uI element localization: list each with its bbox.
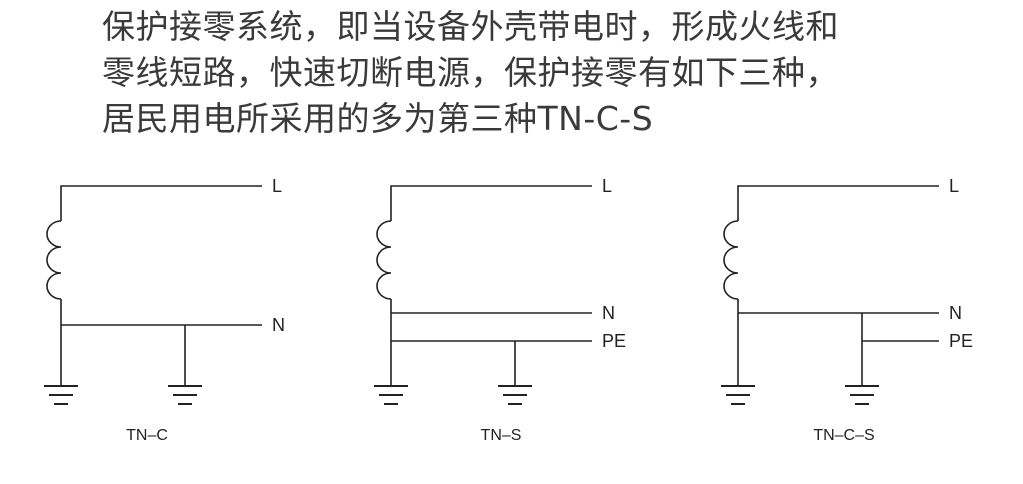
tn-c-caption: TN–C	[126, 427, 168, 444]
tn-c-diagram: L N TN–C	[44, 176, 285, 444]
transformer-coil-icon	[376, 220, 392, 300]
ground-icon	[721, 385, 755, 405]
ground-icon	[168, 385, 202, 405]
description-line-1: 保护接零系统，即当设备外壳带电时，形成火线和	[102, 7, 839, 46]
tn-c-s-diagram: L N PE TN–C–S	[721, 176, 973, 444]
description-text: 保护接零系统，即当设备外壳带电时，形成火线和 零线短路，快速切断电源，保护接零有…	[102, 4, 1002, 142]
ground-icon	[498, 385, 532, 405]
tn-c-s-pe-label: PE	[949, 331, 973, 351]
ground-icon	[845, 385, 879, 405]
tn-c-s-caption: TN–C–S	[813, 427, 874, 444]
tn-s-pe-label: PE	[602, 331, 626, 351]
transformer-coil-icon	[46, 220, 62, 300]
tn-c-live-wire	[60, 185, 262, 221]
transformer-coil-icon	[723, 220, 739, 300]
tn-c-s-live-label: L	[949, 176, 959, 196]
tn-s-neutral-label: N	[602, 303, 615, 323]
description-line-3: 居民用电所采用的多为第三种TN-C-S	[102, 99, 654, 138]
tn-c-s-live-wire	[737, 185, 939, 221]
ground-icon	[374, 385, 408, 405]
description-line-2: 零线短路，快速切断电源，保护接零有如下三种，	[102, 53, 839, 92]
tn-s-live-label: L	[602, 176, 612, 196]
tn-s-diagram: L N PE TN–S	[374, 176, 626, 444]
tn-s-caption: TN–S	[481, 427, 522, 444]
tn-c-s-neutral-label: N	[949, 303, 962, 323]
ground-icon	[44, 385, 78, 405]
tn-c-live-label: L	[272, 176, 282, 196]
tn-c-neutral-label: N	[272, 315, 285, 335]
tn-s-live-wire	[390, 185, 592, 221]
